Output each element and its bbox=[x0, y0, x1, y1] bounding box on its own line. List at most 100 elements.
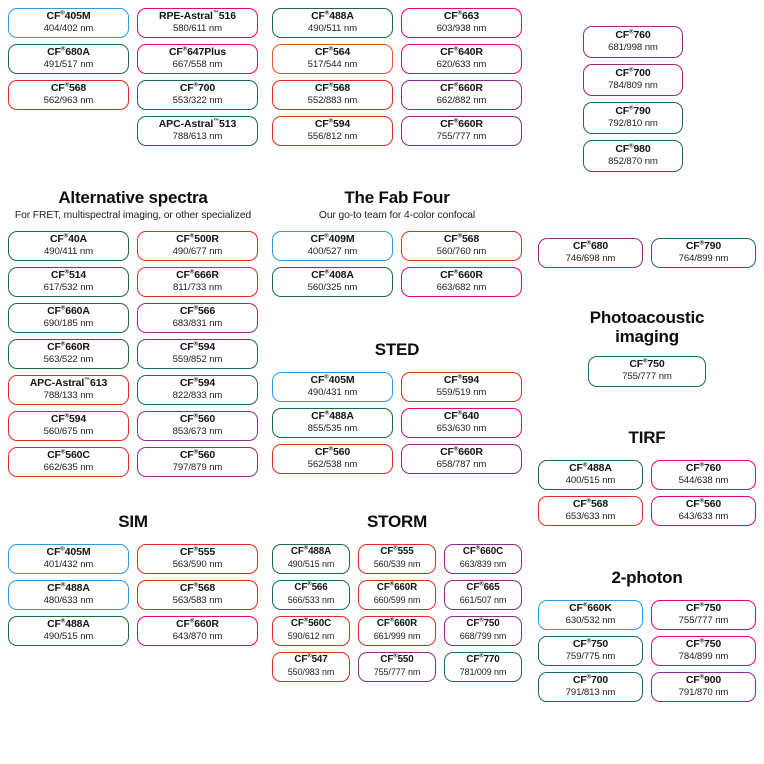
trademark-mark: ® bbox=[475, 546, 481, 553]
trademark-mark: ® bbox=[324, 374, 329, 381]
trademark-mark: ® bbox=[193, 413, 198, 420]
fluorophore-name: CF®409M bbox=[310, 232, 355, 245]
fluorophore-name: CF®405M bbox=[310, 373, 355, 386]
excitation-emission-spec: 560/325 nm bbox=[307, 281, 358, 293]
fluorophore-name: CF®488A bbox=[311, 9, 354, 22]
section-title: STORM bbox=[366, 512, 428, 531]
trademark-mark: ® bbox=[586, 674, 591, 681]
trademark-mark: ® bbox=[453, 118, 459, 125]
fluorophore-name: CF®660R bbox=[440, 445, 483, 458]
fluorophore-name: CF®594 bbox=[314, 117, 351, 130]
fluorophore-name: CF®760 bbox=[615, 28, 651, 41]
trademark-mark: ® bbox=[64, 269, 69, 276]
excitation-emission-spec: 690/185 nm bbox=[43, 317, 94, 329]
fluorophore-name: CF®488A bbox=[311, 409, 354, 422]
trademark-mark: ® bbox=[193, 377, 198, 384]
excitation-emission-spec: 630/532 nm bbox=[565, 614, 616, 626]
trademark-mark: ® bbox=[60, 46, 66, 53]
excitation-emission-spec: 755/777 nm bbox=[678, 614, 729, 626]
trademark-mark: ® bbox=[479, 654, 484, 661]
fluorophore-name: CF®790 bbox=[685, 239, 722, 252]
fluorophore-name: CF®550 bbox=[380, 654, 414, 666]
excitation-emission-spec: 822/833 nm bbox=[172, 389, 223, 401]
fluorophore-name: CF®560 bbox=[685, 497, 722, 510]
